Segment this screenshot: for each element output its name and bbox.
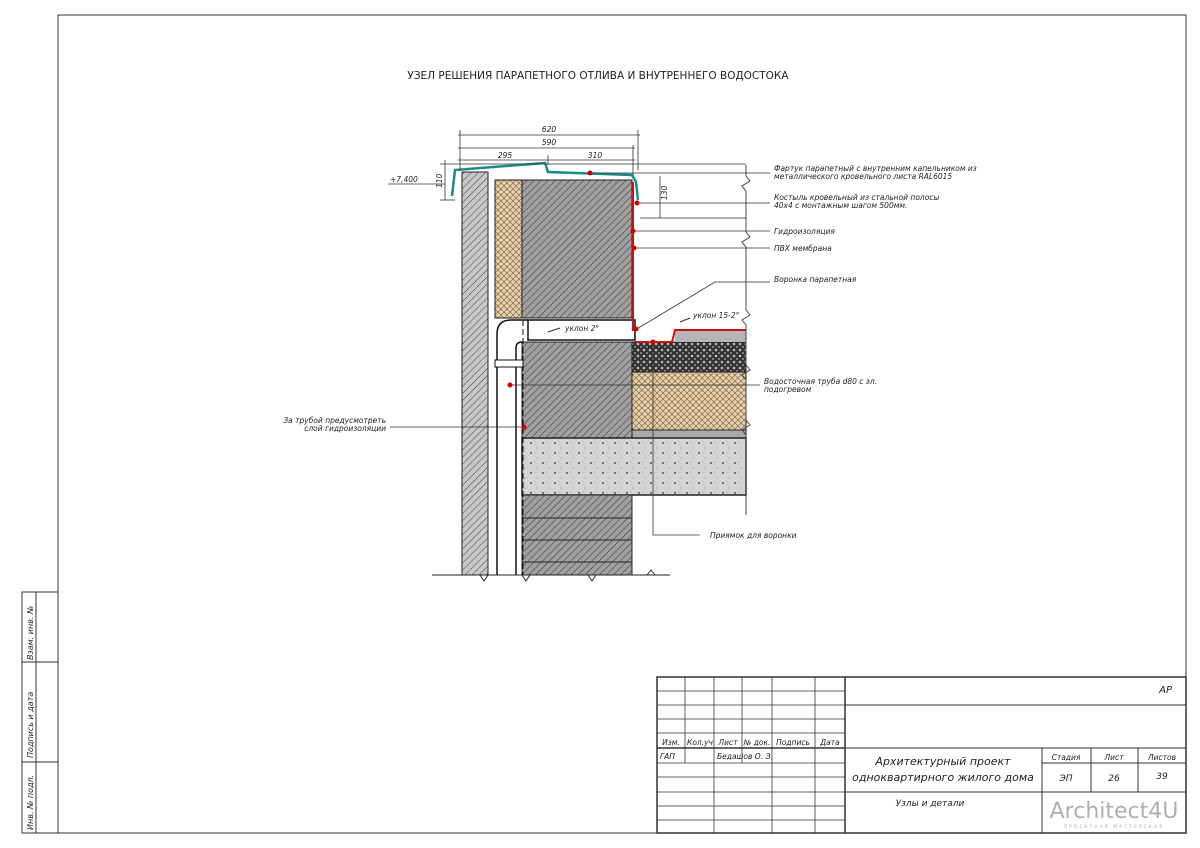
drain-pipe	[496, 319, 528, 575]
sheet-frame	[57, 14, 1187, 834]
leader-dots	[507, 170, 656, 430]
stamp-signature-date: Подпись и дата	[26, 692, 35, 758]
parapet-block	[521, 179, 633, 319]
dim-590: 590	[542, 138, 557, 147]
dim-310: 310	[588, 151, 603, 160]
callout-pvc: ПВХ мембрана	[774, 244, 832, 253]
callout-pipe-2: подогревом	[764, 385, 812, 394]
logo: Architect4U	[1050, 799, 1179, 824]
callout-behind-1: За трубой предусмотреть	[283, 416, 386, 425]
callout-bracket-1: Костыль кровельный из стальной полосы	[774, 193, 939, 202]
header-signature: Подпись	[776, 738, 810, 747]
dimensions	[388, 130, 746, 219]
leader-lines	[390, 172, 770, 536]
callout-flashing-2: металлического кровельного листа RAL6015	[774, 172, 952, 181]
header-izm: Изм.	[662, 738, 680, 747]
project-line-1: Архитектурный проект	[874, 755, 1011, 768]
stage-label: Стадия	[1052, 753, 1081, 762]
author-name: Бедашов О. Э.	[717, 752, 773, 761]
concrete-slab	[521, 437, 747, 496]
brick-below	[521, 494, 633, 576]
sheet-value: 26	[1108, 774, 1120, 784]
header-list: Лист	[717, 738, 738, 747]
slope-roof: уклон 15-2°	[692, 311, 740, 320]
wall-insulation	[494, 179, 523, 319]
doc-code: АР	[1158, 685, 1173, 696]
callout-pipe-1: Водосточная труба d80 с эл.	[764, 377, 877, 386]
callout-behind-2: слой гидроизоляции	[304, 424, 386, 433]
level-mark: +7,400	[390, 175, 418, 184]
gravel-layer	[631, 341, 747, 373]
sheets-label: Листов	[1147, 753, 1176, 762]
drawing-title: УЗЕЛ РЕШЕНИЯ ПАРАПЕТНОГО ОТЛИВА И ВНУТРЕ…	[407, 70, 789, 82]
callout-pit: Приямок для воронки	[710, 531, 797, 540]
sheets-value: 39	[1156, 772, 1168, 782]
outer-brick-wall	[461, 171, 489, 576]
dim-295: 295	[498, 151, 513, 160]
side-stamp: Взам. инв. № Подпись и дата Инв. № подл.	[21, 591, 59, 834]
logo-subtitle: ПРОЕКТНАЯ МАСТЕРСКАЯ	[1064, 824, 1164, 830]
stage-value: ЭП	[1058, 774, 1072, 784]
stamp-replaced-inv: Взам. инв. №	[26, 606, 35, 660]
dim-130: 130	[660, 185, 669, 200]
callout-funnel: Воронка парапетная	[774, 275, 857, 284]
slope-inner: уклон 2°	[564, 324, 599, 333]
section-detail	[432, 161, 751, 582]
callout-bracket-2: 40х4 с монтажным шагом 500мм.	[774, 201, 907, 210]
roof-insulation	[631, 371, 747, 431]
parapet-flashing	[450, 161, 640, 201]
dim-620: 620	[542, 125, 557, 134]
dim-110: 110	[435, 173, 444, 188]
header-ndoc: № док.	[743, 738, 771, 747]
project-line-2: одноквартирного жилого дома	[852, 771, 1034, 784]
header-date: Дата	[819, 738, 840, 747]
lower-block	[521, 341, 633, 439]
callout-waterproofing: Гидроизоляция	[774, 227, 835, 236]
sheet-title: Узлы и детали	[896, 799, 965, 809]
role: ГАП	[660, 752, 675, 761]
header-koluch: Кол.уч	[687, 738, 714, 747]
title-block	[656, 676, 1187, 834]
sheet-label: Лист	[1103, 753, 1124, 762]
stamp-inv-original: Инв. № подл.	[26, 775, 35, 830]
callout-flashing-1: Фартук парапетный с внутренним капельник…	[774, 164, 977, 173]
